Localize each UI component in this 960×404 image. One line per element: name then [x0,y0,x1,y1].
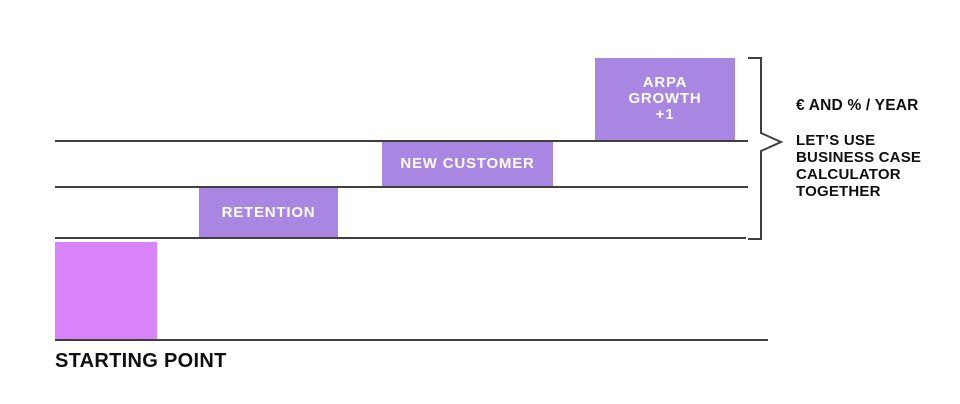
arpa-growth-block: ARPA GROWTH +1 [595,58,735,140]
baseline [55,339,768,341]
business-case-note: LET’S USE BUSINESS CASE CALCULATOR TOGET… [796,132,922,200]
arpa-growth-block-label: ARPA GROWTH +1 [628,74,702,123]
new-customer-block: NEW CUSTOMER [382,142,553,186]
starting-point-label: STARTING POINT [55,350,227,372]
unit-per-year-label: € AND % / YEAR [796,97,919,114]
level-line-new-customer [55,186,748,188]
retention-block: RETENTION [199,188,338,237]
starting-point-block [55,242,157,339]
retention-block-label: RETENTION [221,203,316,221]
level-line-retention [55,237,746,239]
brace-bracket-icon [748,57,784,240]
level-line-arpa-growth [55,140,748,142]
new-customer-block-label: NEW CUSTOMER [400,155,535,172]
